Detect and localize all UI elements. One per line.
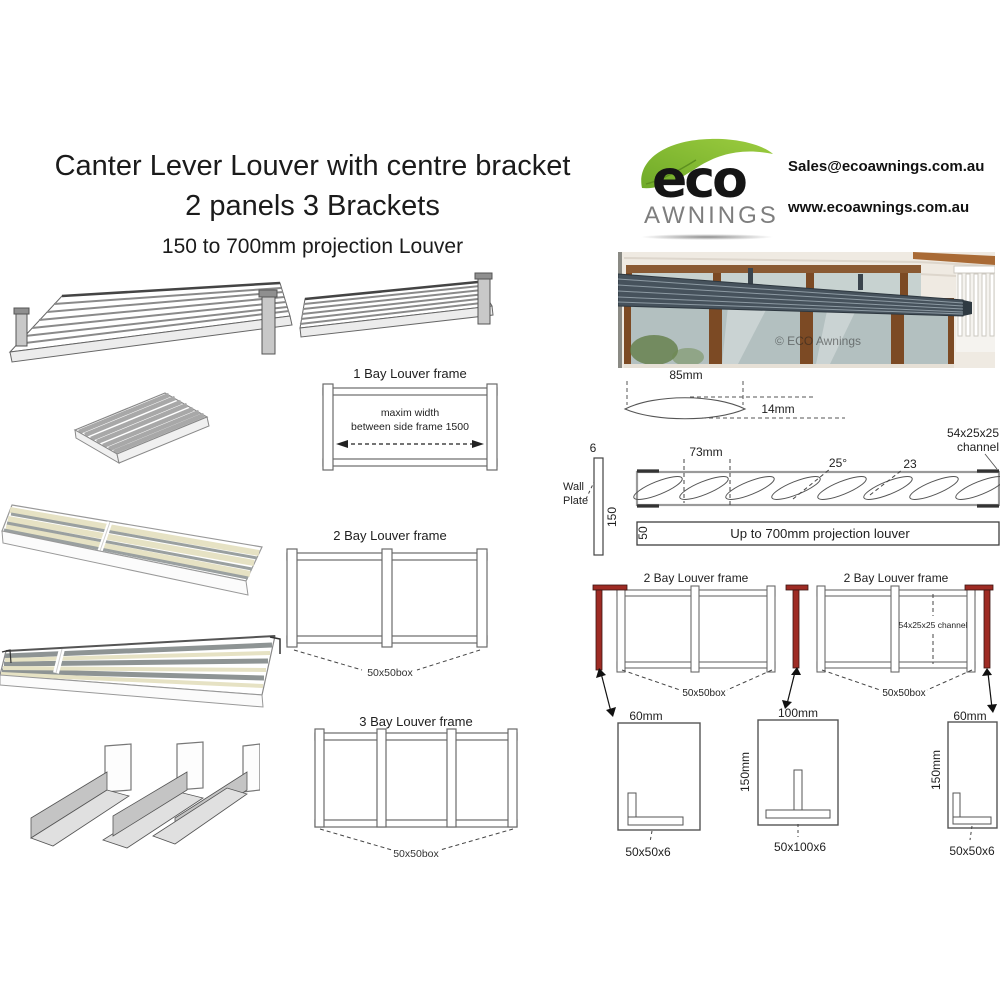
logo-text: eco [652, 150, 748, 210]
beam-depth-dim: 50 [636, 526, 650, 540]
eco-awnings-logo: eco AWNINGS [636, 136, 796, 240]
bracket2-height-dim: 150mm [738, 752, 752, 792]
frame-2bay-left-box-label: 50x50box [367, 667, 413, 679]
wall-plate [593, 457, 604, 556]
panel-3d-underside-drawing [0, 635, 281, 708]
frame-2bay-rightA-diagram: 2 Bay Louver frame 50x50box [616, 571, 776, 699]
bracket-marker-right [964, 584, 997, 713]
bracket-marker-middle [782, 584, 809, 709]
bracket3-height-dim: 150mm [929, 750, 943, 790]
photo-watermark: © ECO Awnings [775, 334, 861, 348]
bracket1-profile-label: 50x50x6 [625, 845, 671, 859]
frame-3bay-box-label: 50x50box [393, 848, 439, 860]
channel-spec-line2: channel [957, 440, 999, 454]
blade-width-dim: 85mm [669, 368, 702, 382]
logo-shadow [640, 234, 774, 240]
blade-thickness-dim: 14mm [761, 402, 794, 416]
photo-louver-awning [618, 268, 972, 317]
assembly-3d-drawing [8, 272, 494, 363]
frame-1bay-note1: maxim width [381, 407, 440, 419]
contact-website: www.ecoawnings.com.au [788, 199, 970, 216]
channel-spec-line1: 54x25x25 [947, 426, 999, 440]
bracket3-width-dim: 60mm [953, 709, 986, 723]
bracket-detail-2: 100mm 150mm 50x100x6 [738, 706, 839, 854]
page-title: Canter Lever Louver with centre bracket [54, 150, 571, 182]
frame-2bay-rightA-title: 2 Bay Louver frame [644, 571, 749, 585]
blade-angle-dim: 25° [829, 456, 847, 470]
dim-23: 23 [903, 457, 917, 471]
installed-awning-photo: © ECO Awnings [618, 252, 995, 368]
frame-1bay-diagram: 1 Bay Louver frame maxim width between s… [322, 366, 498, 471]
blade-pitch-dim: 73mm [689, 445, 722, 459]
wall-plate-label-line2: Plate [563, 495, 588, 507]
frame-2bay-rightB-box-label: 50x50box [882, 688, 925, 699]
frame-2bay-rightB-channel-label: 54x25x25 channel [898, 620, 967, 630]
cross-section-diagram: 54x25x25 channel 6 Wall Plate 150 73mm [563, 426, 1000, 556]
projection-note: Up to 700mm projection louver [730, 526, 910, 541]
panel-3d-small-drawing [73, 392, 210, 465]
bracket1-width-dim: 60mm [629, 709, 662, 723]
page-subtitle: 150 to 700mm projection Louver [161, 235, 464, 258]
bracket3-profile-label: 50x50x6 [949, 844, 995, 858]
plate-height-dim: 150 [605, 507, 619, 527]
frame-2bay-left-diagram: 2 Bay Louver frame 50x50box [286, 528, 488, 679]
frame-1bay-note2: between side frame 1500 [351, 421, 469, 433]
title-block: Canter Lever Louver with centre bracket … [0, 146, 625, 259]
louver-channel [635, 470, 1000, 507]
leaf-icon [641, 138, 773, 189]
bracket-marker-left [592, 584, 628, 717]
bracket-arms-3d-drawing [30, 741, 260, 849]
frame-2bay-left-title: 2 Bay Louver frame [333, 528, 446, 543]
frame-3bay-title: 3 Bay Louver frame [359, 714, 472, 729]
frame-3bay-diagram: 3 Bay Louver frame 50x50box [314, 714, 518, 860]
frame-2bay-rightB-title: 2 Bay Louver frame [844, 571, 949, 585]
wall-plate-label-line1: Wall [563, 481, 584, 493]
bracket-detail-3: 60mm 150mm 50x50x6 [929, 709, 998, 858]
frame-2bay-rightA-box-label: 50x50box [682, 688, 725, 699]
plate-thickness-dim: 6 [590, 441, 597, 455]
panel-3d-topview-drawing [1, 504, 263, 596]
page-title-line2: 2 panels 3 Brackets [185, 190, 440, 222]
contact-block: Sales@ecoawnings.com.au www.ecoawnings.c… [788, 158, 1000, 216]
frame-1bay-title: 1 Bay Louver frame [353, 366, 466, 381]
blade-profile-diagram: 85mm 14mm [623, 368, 845, 420]
bracket-detail-1: 60mm 50x50x6 [617, 709, 701, 859]
louver-blades [633, 476, 1000, 500]
bracket2-profile-label: 50x100x6 [774, 840, 826, 854]
contact-email: Sales@ecoawnings.com.au [788, 158, 985, 175]
logo-subtext: AWNINGS [644, 202, 779, 229]
bracket2-width-dim: 100mm [778, 706, 818, 720]
frame-2bay-rightB-diagram: 2 Bay Louver frame 54x25x25 channel 50x5… [816, 571, 976, 699]
projection-beam [636, 521, 1000, 546]
